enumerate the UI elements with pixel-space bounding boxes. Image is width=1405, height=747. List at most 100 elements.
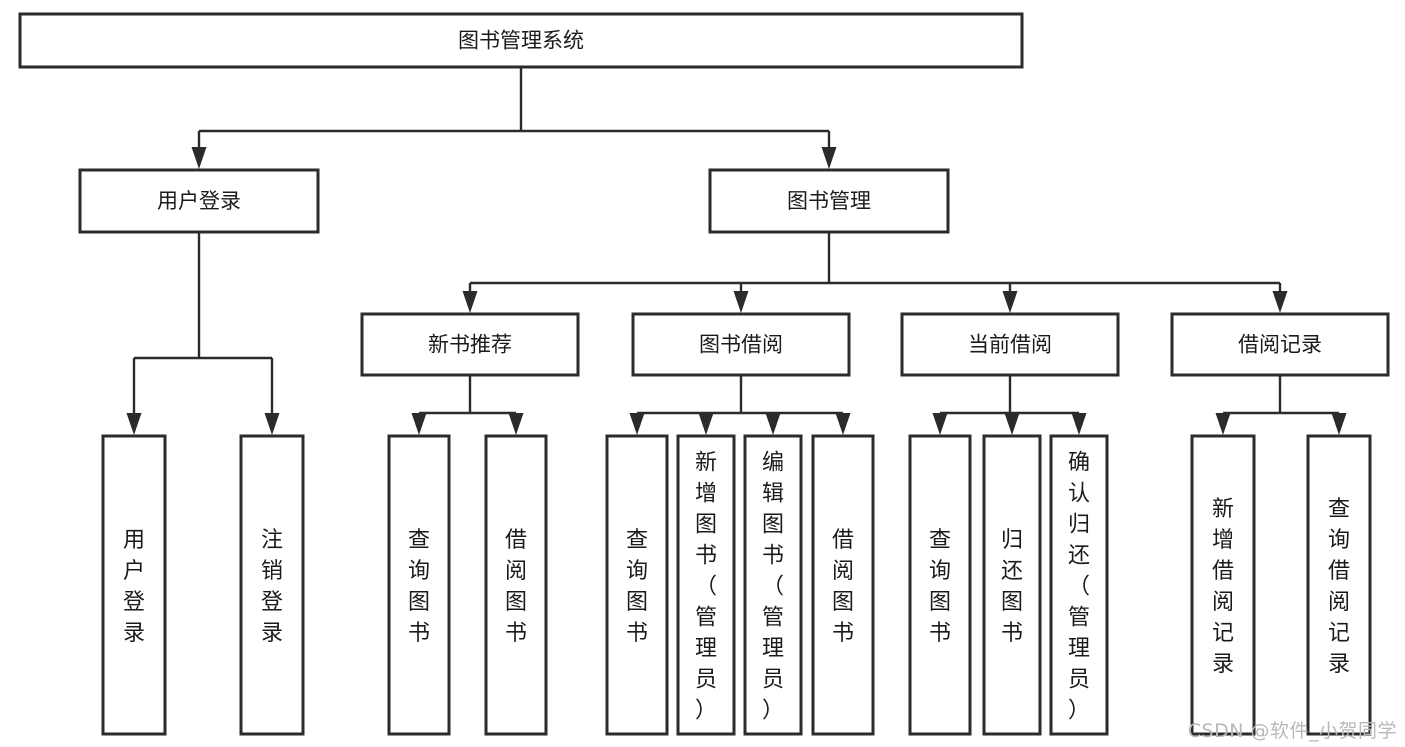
node-box-leaf-edit-book[interactable] <box>743 434 803 736</box>
svg-text:记: 记 <box>1212 621 1234 646</box>
svg-text:查: 查 <box>408 528 430 553</box>
node-leaf-user-login[interactable]: 用户登录 <box>101 434 167 736</box>
node-box-leaf-query-book-1[interactable] <box>387 434 451 736</box>
node-label-leaf-user-login: 用户登录 <box>123 528 145 646</box>
node-label-borrow-record: 借阅记录 <box>1238 333 1322 357</box>
svg-text:）: ） <box>762 699 784 724</box>
node-box-leaf-borrow-book-1[interactable] <box>484 434 548 736</box>
node-book-borrow[interactable]: 图书借阅 <box>631 312 851 377</box>
svg-text:书: 书 <box>695 544 717 569</box>
svg-text:借: 借 <box>832 528 854 553</box>
arrowhead-icon-leaf-confirm-return <box>1071 413 1087 435</box>
svg-text:图: 图 <box>762 513 784 538</box>
node-box-book-manage[interactable] <box>708 168 950 234</box>
svg-text:借: 借 <box>1328 559 1350 584</box>
node-current-borrow[interactable]: 当前借阅 <box>900 312 1120 377</box>
arrowhead-icon-leaf-query-book-3 <box>932 413 948 435</box>
svg-text:新: 新 <box>1212 497 1234 522</box>
node-box-borrow-record[interactable] <box>1170 312 1390 377</box>
node-box-leaf-logout-login[interactable] <box>239 434 305 736</box>
svg-text:借: 借 <box>1212 559 1234 584</box>
node-box-leaf-return-book[interactable] <box>982 434 1042 736</box>
svg-text:员: 员 <box>1068 668 1090 693</box>
node-box-leaf-query-book-2[interactable] <box>605 434 669 736</box>
svg-text:图: 图 <box>626 590 648 615</box>
node-label-root: 图书管理系统 <box>458 29 584 53</box>
svg-text:录: 录 <box>1328 652 1350 677</box>
svg-text:书: 书 <box>408 621 430 646</box>
svg-text:理: 理 <box>762 637 784 662</box>
svg-text:书: 书 <box>626 621 648 646</box>
svg-text:阅: 阅 <box>505 559 527 584</box>
arrowhead-icon-leaf-user-login <box>126 413 142 435</box>
node-box-user-login[interactable] <box>78 168 320 234</box>
edges-layer <box>126 67 1347 435</box>
arrowhead-icon-leaf-borrow-book-2 <box>835 413 851 435</box>
svg-text:员: 员 <box>695 668 717 693</box>
svg-text:图: 图 <box>832 590 854 615</box>
svg-text:查: 查 <box>929 528 951 553</box>
node-box-leaf-query-record[interactable] <box>1306 434 1372 736</box>
svg-text:书: 书 <box>1001 621 1023 646</box>
node-box-current-borrow[interactable] <box>900 312 1120 377</box>
svg-text:归: 归 <box>1068 513 1090 538</box>
svg-text:管: 管 <box>695 606 717 631</box>
svg-text:图: 图 <box>408 590 430 615</box>
arrowhead-icon-leaf-query-record <box>1331 413 1347 435</box>
svg-text:询: 询 <box>626 559 648 584</box>
node-borrow-record[interactable]: 借阅记录 <box>1170 312 1390 377</box>
svg-text:销: 销 <box>261 559 283 584</box>
node-box-leaf-add-book[interactable] <box>676 434 736 736</box>
node-box-leaf-user-login[interactable] <box>101 434 167 736</box>
node-box-leaf-query-book-3[interactable] <box>908 434 972 736</box>
svg-text:图: 图 <box>929 590 951 615</box>
node-box-leaf-confirm-return[interactable] <box>1049 434 1109 736</box>
svg-text:归: 归 <box>1001 528 1023 553</box>
node-user-login[interactable]: 用户登录 <box>78 168 320 234</box>
node-box-root[interactable] <box>18 12 1024 69</box>
svg-text:（: （ <box>1068 575 1090 600</box>
svg-text:）: ） <box>695 699 717 724</box>
svg-text:书: 书 <box>832 621 854 646</box>
arrowhead-icon-new-book-recommend <box>462 291 478 313</box>
svg-text:（: （ <box>695 575 717 600</box>
svg-text:编: 编 <box>762 451 784 476</box>
svg-text:图: 图 <box>1001 590 1023 615</box>
node-box-leaf-borrow-book-2[interactable] <box>811 434 875 736</box>
node-box-leaf-add-record[interactable] <box>1190 434 1256 736</box>
svg-text:书: 书 <box>929 621 951 646</box>
svg-text:用: 用 <box>123 528 145 553</box>
node-box-book-borrow[interactable] <box>631 312 851 377</box>
svg-text:查: 查 <box>626 528 648 553</box>
svg-text:）: ） <box>1068 699 1090 724</box>
svg-text:查: 查 <box>1328 497 1350 522</box>
node-box-new-book-recommend[interactable] <box>360 312 580 377</box>
node-new-book-recommend[interactable]: 新书推荐 <box>360 312 580 377</box>
node-book-manage[interactable]: 图书管理 <box>708 168 950 234</box>
svg-text:辑: 辑 <box>762 482 784 507</box>
node-root[interactable]: 图书管理系统 <box>18 12 1024 69</box>
node-label-book-manage: 图书管理 <box>787 189 871 213</box>
